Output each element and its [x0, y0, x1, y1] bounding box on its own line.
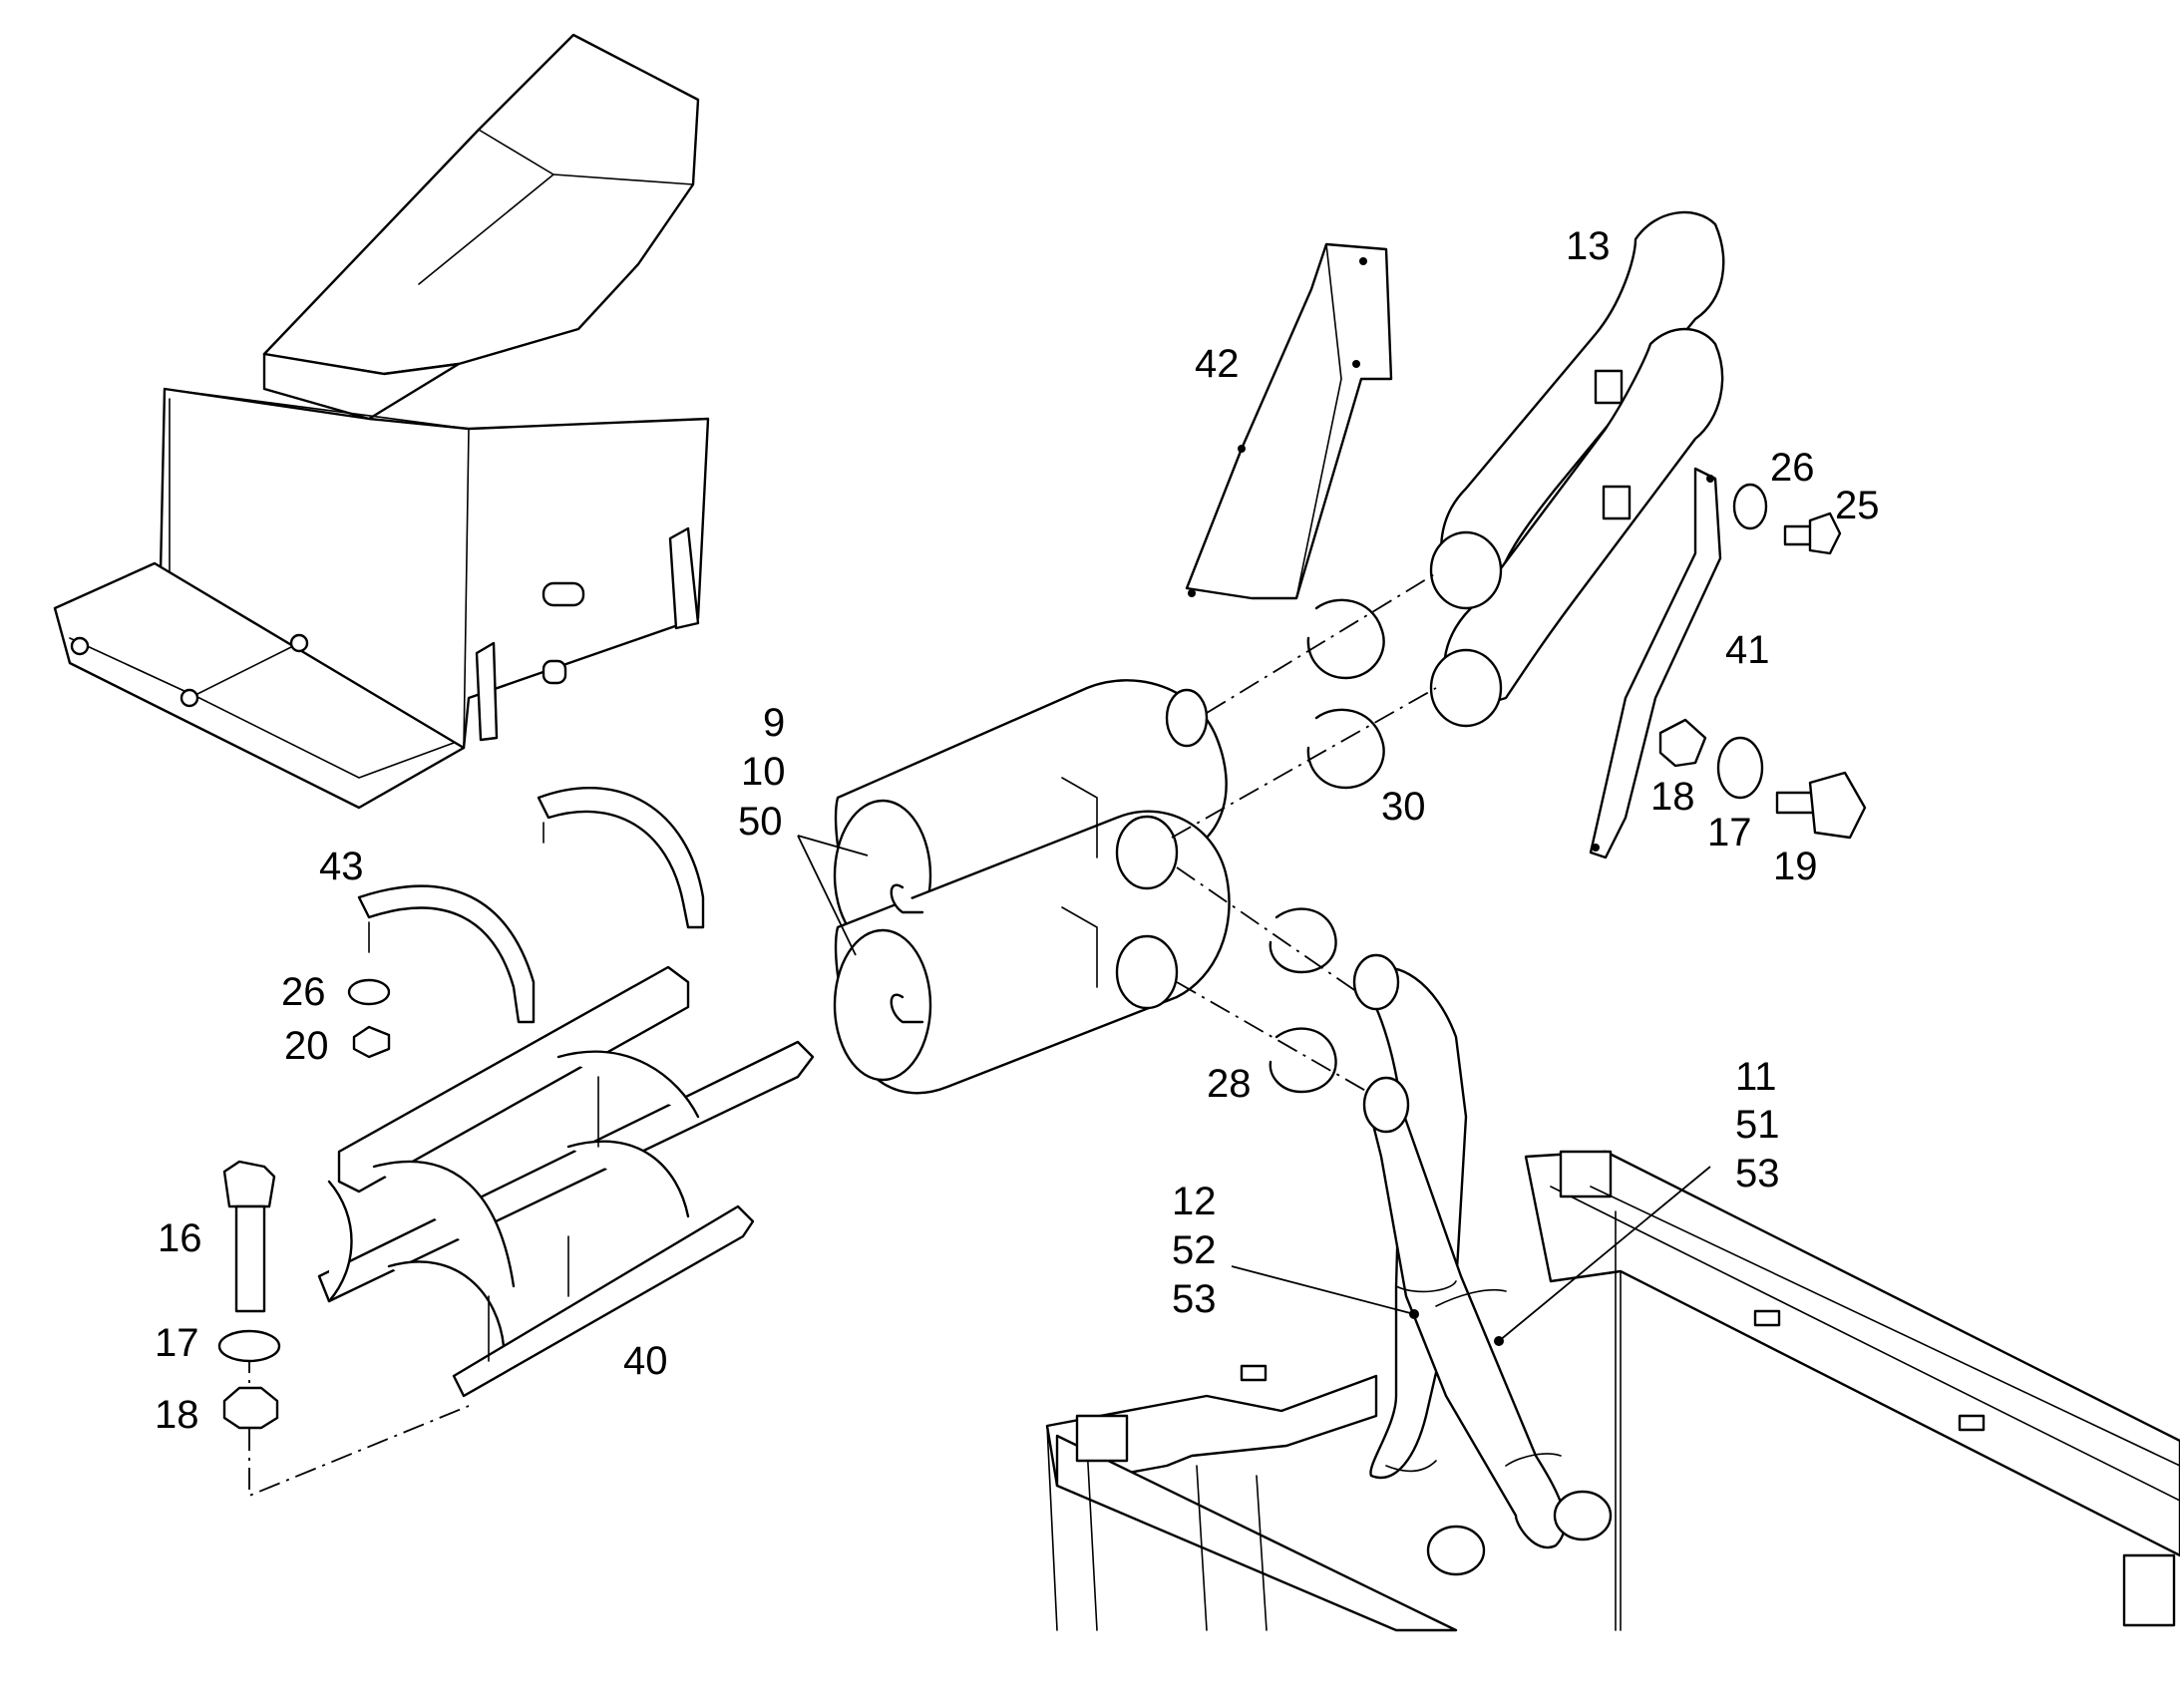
clamp-28-lower	[1269, 1027, 1337, 1094]
box-port-lower	[542, 659, 567, 685]
frame-tab-1	[1753, 1309, 1781, 1327]
callout-26: 26	[1770, 446, 1815, 490]
cradle-rail-back	[337, 965, 690, 1194]
bolt-16-shank	[234, 1204, 266, 1313]
callout-52: 52	[1172, 1228, 1217, 1272]
washer-26	[1732, 483, 1768, 530]
washer-17-lower	[217, 1329, 281, 1363]
muffler-lower-inlet	[890, 993, 924, 1024]
callout-18-lower: 18	[155, 1393, 199, 1437]
bracket-41	[1589, 467, 1722, 859]
callout-53-right: 53	[1735, 1152, 1780, 1196]
bolt-19-head	[1808, 771, 1867, 840]
callout-18: 18	[1650, 775, 1695, 819]
callout-50: 50	[738, 800, 783, 844]
cradle-arch-2	[372, 1160, 516, 1288]
leader-lines	[797, 835, 1711, 1342]
callout-20: 20	[284, 1024, 329, 1068]
callout-40: 40	[623, 1339, 668, 1383]
callout-10: 10	[741, 750, 786, 794]
pipe-13-clip-a	[1594, 369, 1624, 405]
washer-17	[1716, 736, 1764, 800]
callout-53-left: 53	[1172, 1277, 1217, 1321]
clamp-28-upper	[1269, 907, 1337, 974]
pipe-12-inlet	[1352, 953, 1400, 1011]
pipe-13-lower-outlet	[1429, 648, 1503, 728]
box-port-upper	[542, 581, 585, 607]
muffler-upper-outlet	[1165, 688, 1209, 748]
exhaust-pipe-13	[1429, 210, 1725, 728]
intake-housing	[53, 33, 710, 810]
muffler-upper-inlet	[890, 883, 924, 914]
pipe-13-upper-outlet	[1429, 530, 1503, 610]
frame-mount-far-right	[2122, 1553, 2176, 1627]
base-hinge-1	[70, 636, 90, 656]
pipe-12-outlet	[1426, 1525, 1486, 1576]
intake-chute	[262, 33, 700, 376]
callout-42: 42	[1195, 342, 1240, 386]
frame-tab-2	[1958, 1414, 1986, 1432]
clamps	[1269, 598, 1385, 1094]
callout-25: 25	[1835, 484, 1880, 527]
mufflers	[833, 679, 1231, 1095]
callout-19: 19	[1773, 845, 1818, 888]
pipe-13-clip-b	[1602, 485, 1632, 520]
cradle-rail-front	[452, 1204, 755, 1398]
frame-cross-member	[1055, 1434, 1458, 1632]
frame-rail-upper	[1524, 1150, 2180, 1557]
washer-26-lower	[347, 978, 391, 1006]
cradle-40	[317, 965, 815, 1398]
frame-mount-left	[1075, 1414, 1129, 1463]
muffler-lower-end	[833, 928, 932, 1082]
straps-43	[357, 786, 705, 1024]
exhaust-pipes-11-12	[1352, 953, 1613, 1576]
intake-opening	[262, 352, 461, 421]
intake-base-plate	[53, 561, 466, 810]
box-gusset-right	[668, 526, 700, 630]
callout-16: 16	[158, 1216, 202, 1260]
callout-13: 13	[1566, 224, 1611, 268]
callout-17: 17	[1707, 811, 1752, 854]
callout-12: 12	[1172, 1180, 1217, 1223]
chassis-frame	[1045, 1150, 2180, 1632]
nut-20	[352, 1025, 391, 1059]
strap-43-a	[357, 884, 536, 1024]
muffler-mid-outlet	[1115, 815, 1179, 890]
hardware-upper-right	[1658, 483, 1867, 840]
frame-mount-right	[1559, 1150, 1613, 1198]
callout-26-lower: 26	[281, 970, 326, 1014]
bolt-16-head	[222, 1160, 276, 1208]
callout-51: 51	[1735, 1103, 1780, 1147]
callout-17-lower: 17	[155, 1321, 199, 1365]
frame-tab-3	[1240, 1364, 1268, 1382]
callout-9: 9	[763, 701, 785, 745]
callout-41: 41	[1725, 628, 1770, 672]
cradle-arch-3	[556, 1050, 700, 1119]
muffler-lower-outlet	[1115, 934, 1179, 1010]
callout-28: 28	[1207, 1062, 1252, 1106]
callout-11: 11	[1735, 1055, 1777, 1099]
base-hinge-2	[180, 688, 199, 708]
box-gusset-left	[475, 641, 499, 742]
cradle-arch-5	[387, 1260, 506, 1348]
pipe-11-inlet	[1362, 1076, 1410, 1134]
cradle-arch-4	[566, 1140, 690, 1218]
callout-43: 43	[319, 845, 364, 888]
bracket-41-plate	[1589, 467, 1722, 859]
nut-18-lower	[222, 1386, 279, 1430]
callout-labels: 13 42 26 25 41 9 10 50 30 18 17 19 43 26…	[155, 224, 1880, 1437]
base-hinge-3	[289, 633, 309, 653]
nut-18	[1658, 718, 1707, 768]
bracket-42	[1185, 242, 1393, 600]
cradle-arch-1	[327, 1180, 353, 1303]
bracket-42-plate	[1185, 242, 1393, 600]
strap-43-b	[537, 786, 705, 929]
clamp-30-lower	[1306, 708, 1385, 790]
callout-30: 30	[1381, 785, 1426, 829]
pipe-11-outlet	[1553, 1490, 1613, 1541]
clamp-30-upper	[1306, 598, 1385, 680]
bolt-25-head	[1808, 512, 1842, 555]
hardware-lower-left	[217, 978, 391, 1430]
